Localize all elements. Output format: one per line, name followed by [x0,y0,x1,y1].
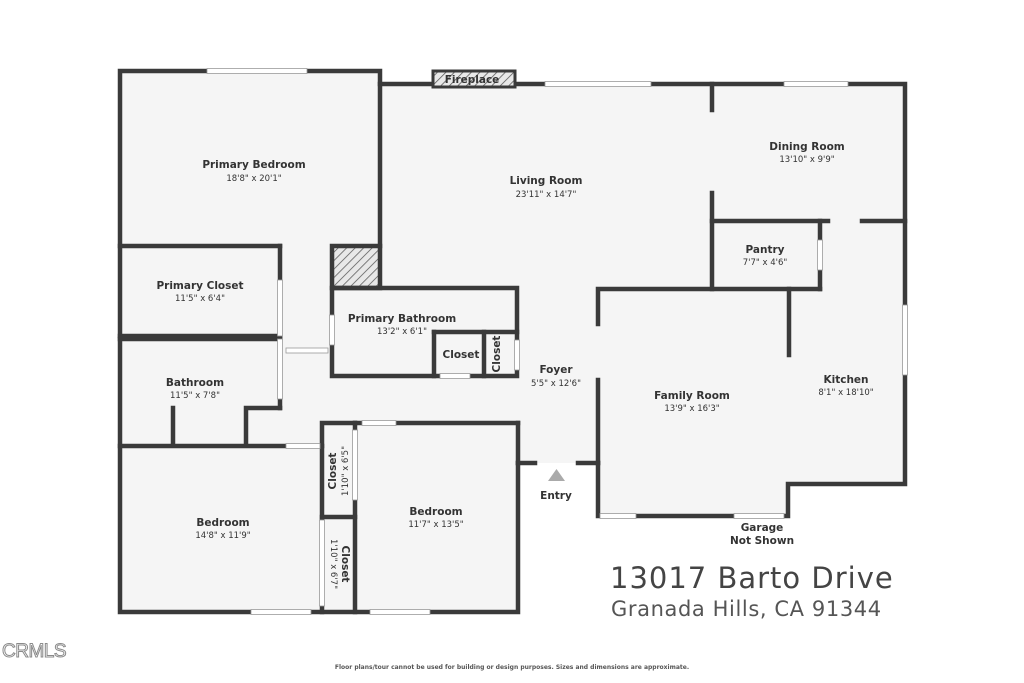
floor-fill [120,71,905,612]
room-closet-a-name: Closet [443,349,480,361]
room-living-room-name: Living Room [510,175,583,187]
room-labels: Primary Bedroom 18'8" x 20'1" Living Roo… [156,141,873,589]
room-living-room-dims: 23'11" x 14'7" [516,190,577,200]
room-family-room-name: Family Room [654,390,730,402]
room-primary-bathroom-name: Primary Bathroom [348,313,456,325]
room-bedroom-2-name: Bedroom [409,506,462,518]
room-bathroom-name: Bathroom [166,377,224,389]
room-kitchen-dims: 8'1" x 18'10" [818,388,873,398]
room-closet-d-dims: 1'10" x 6'7" [328,539,338,589]
address-city: Granada Hills, CA 91344 [611,597,882,621]
room-bathroom-dims: 11'5" x 7'8" [170,391,220,401]
room-pantry-name: Pantry [745,244,784,256]
room-dining-room-dims: 13'10" x 9'9" [779,155,834,165]
garage-label-line2: Not Shown [730,535,794,547]
fireplace-label: Fireplace [445,74,500,86]
room-bedroom-1-name: Bedroom [196,517,249,529]
room-closet-c-name: Closet [327,453,339,490]
entry-arrow-icon [548,469,565,481]
disclaimer: Floor plans/tour cannot be used for buil… [334,664,690,671]
entry-label: Entry [540,490,572,502]
room-primary-bedroom-name: Primary Bedroom [202,159,305,171]
room-foyer-name: Foyer [539,364,573,376]
room-foyer-dims: 5'5" x 12'6" [531,379,581,389]
room-primary-bathroom-dims: 13'2" x 6'1" [377,327,427,337]
room-closet-d-name: Closet [339,546,351,583]
room-family-room-dims: 13'9" x 16'3" [664,404,719,414]
room-kitchen-name: Kitchen [823,374,868,386]
room-bedroom-1-dims: 14'8" x 11'9" [195,531,250,541]
garage-label-line1: Garage [741,522,784,534]
room-pantry-dims: 7'7" x 4'6" [743,258,788,268]
room-primary-closet-dims: 11'5" x 6'4" [175,294,225,304]
room-bedroom-2-dims: 11'7" x 13'5" [408,520,463,530]
room-closet-b-name: Closet [491,336,503,373]
address-street: 13017 Barto Drive [610,561,894,595]
crmls-logo: CRMLS [1,641,67,663]
room-primary-bedroom-dims: 18'8" x 20'1" [226,174,281,184]
fireplace: Fireplace [431,69,517,89]
room-primary-closet-name: Primary Closet [156,280,243,292]
room-closet-c-dims: 1'10" x 6'5" [341,446,351,496]
room-dining-room-name: Dining Room [769,141,845,153]
windows [206,68,908,615]
